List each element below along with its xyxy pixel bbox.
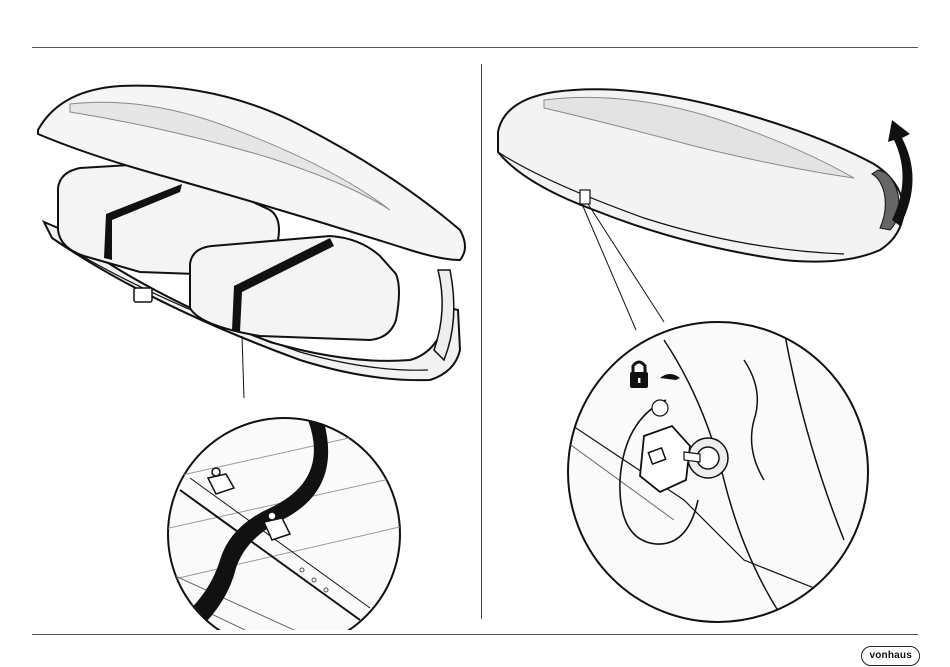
key-lock-detail <box>564 322 868 622</box>
roof-box-closed-illustration <box>484 60 924 630</box>
brand-logo: vonhaus <box>861 646 920 666</box>
mounting-clamp-detail <box>140 418 430 630</box>
luggage-right <box>190 236 399 340</box>
panel-divider <box>481 64 482 619</box>
figure-open-roof-box <box>30 60 480 630</box>
bottom-rule <box>32 634 918 635</box>
roof-box-open-illustration <box>30 60 480 630</box>
figure-lock-roof-box <box>484 60 924 630</box>
box-latch <box>134 288 152 302</box>
box-lock-slot <box>580 190 590 204</box>
top-rule <box>32 47 918 48</box>
